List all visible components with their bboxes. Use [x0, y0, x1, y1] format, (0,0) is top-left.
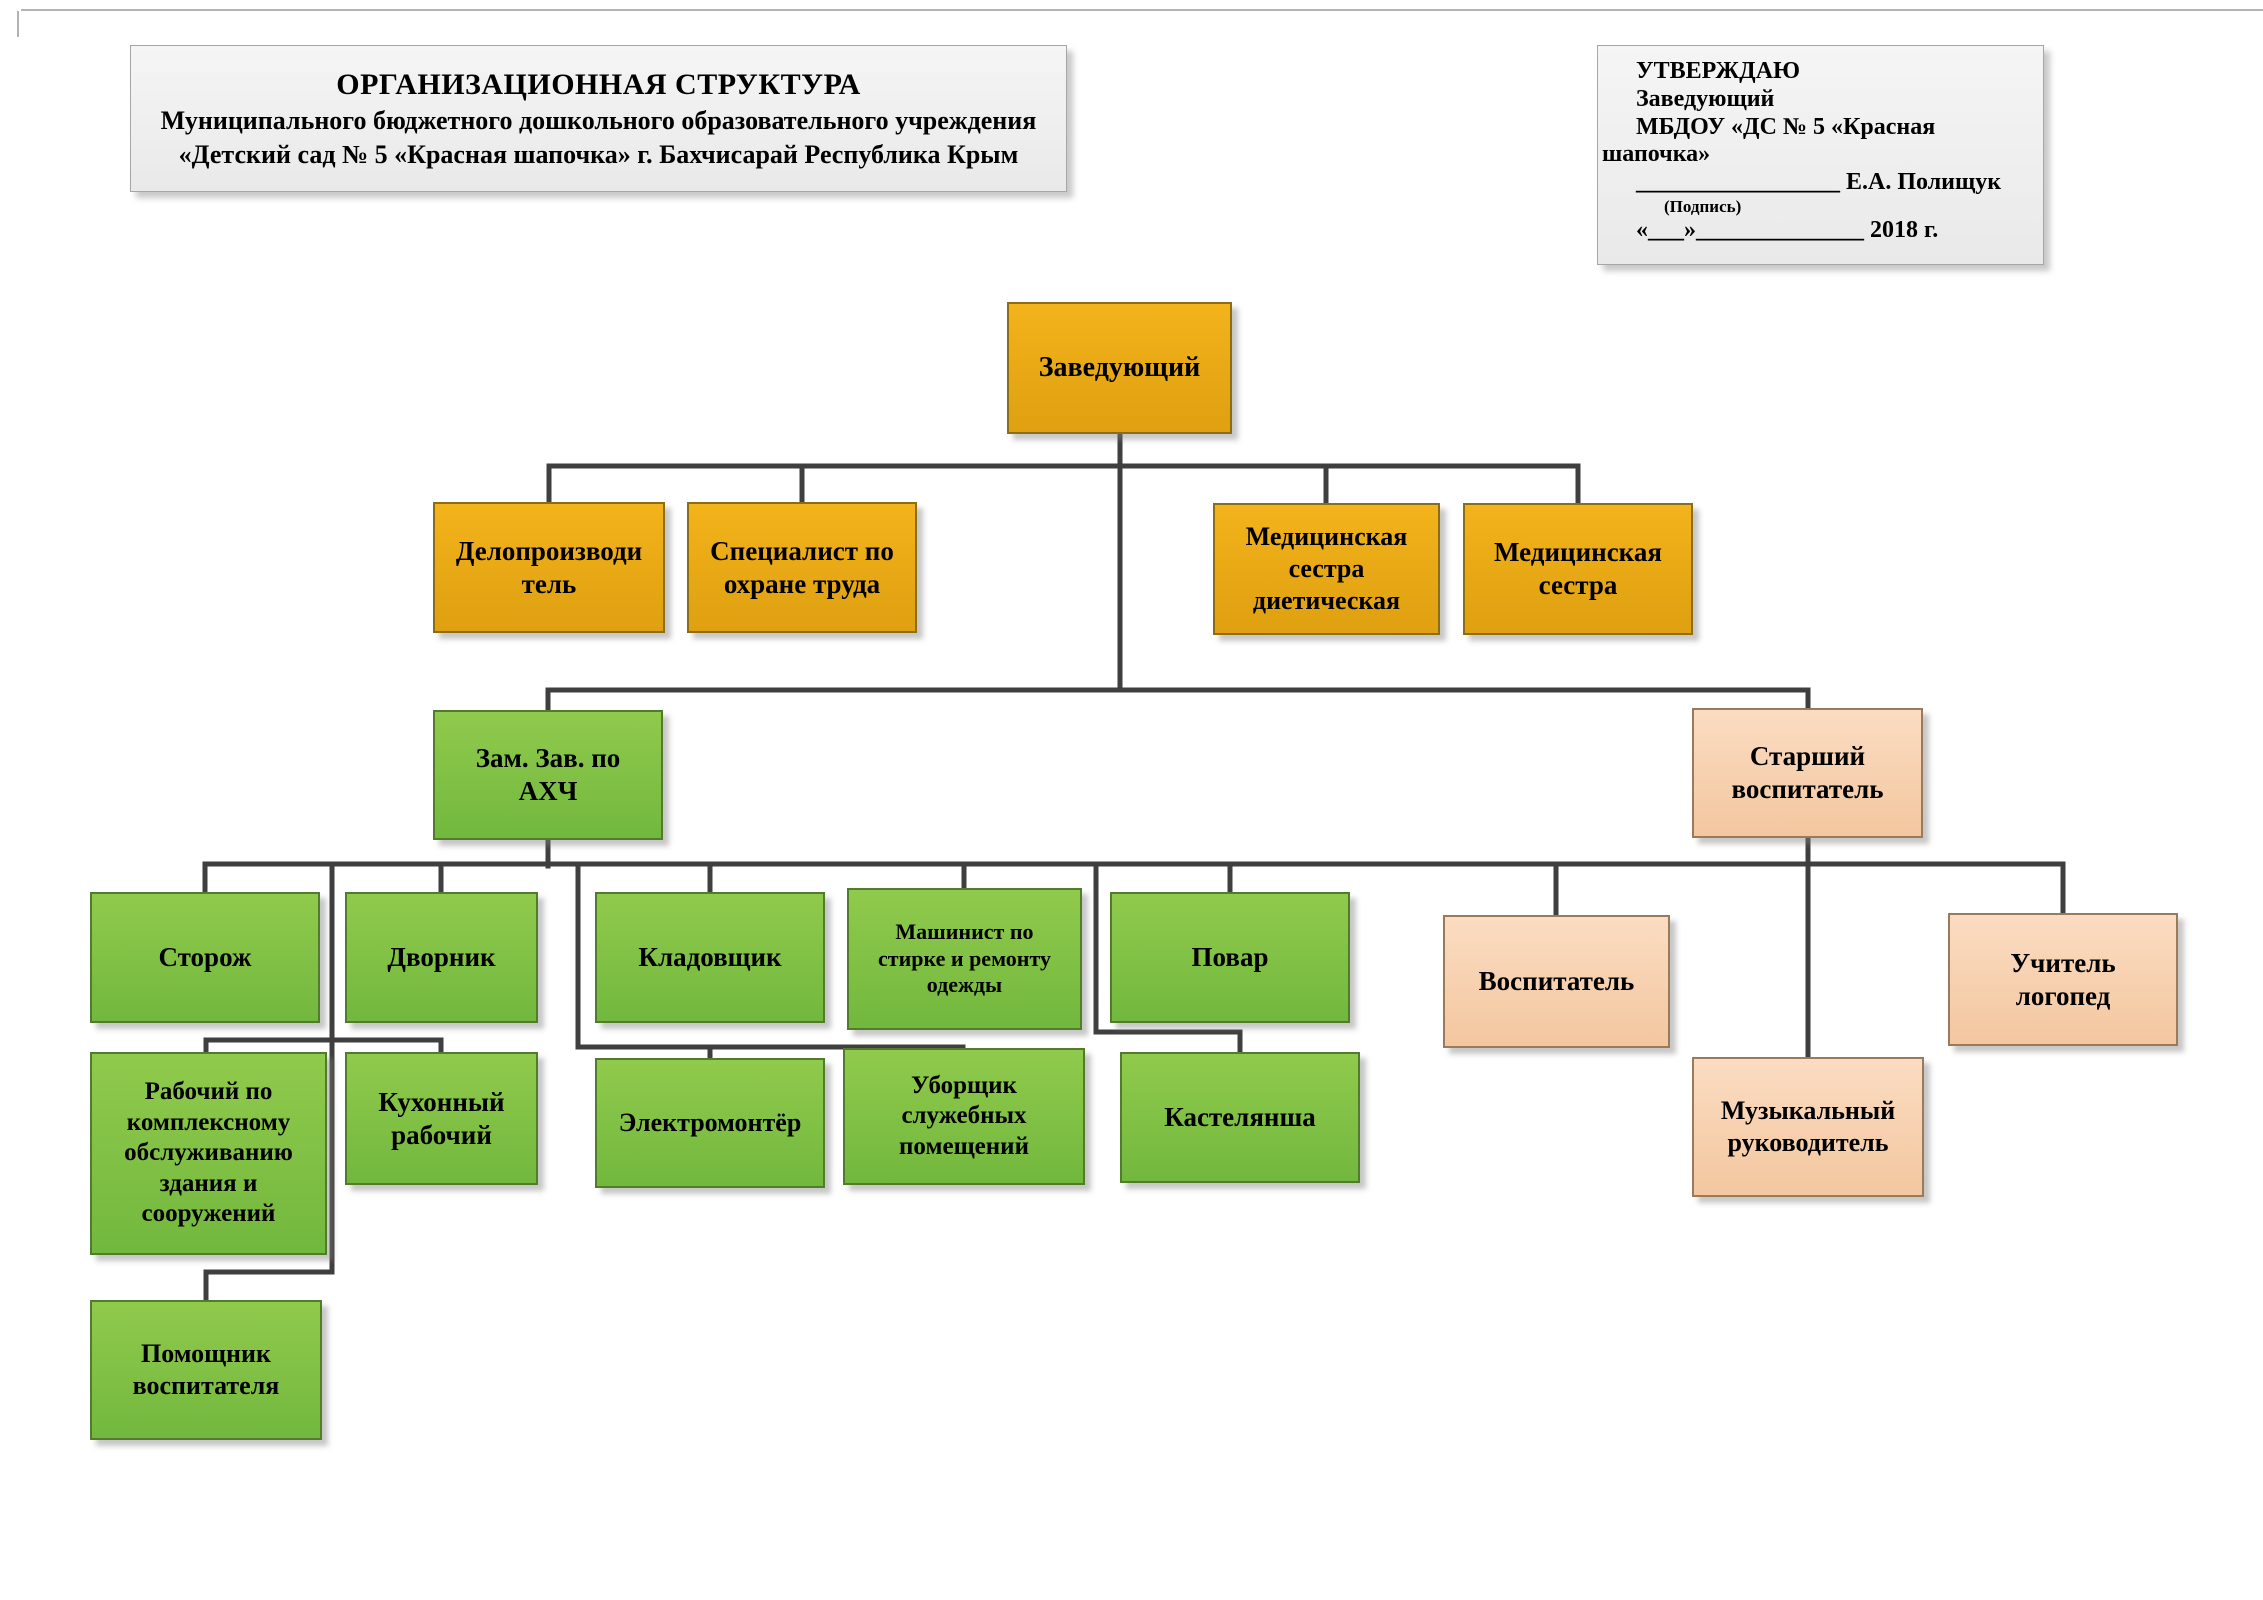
org-node-uchitel-logoped: Учитель логопед [1948, 913, 2178, 1046]
org-node-pomoshchnik-vospitatelya: Помощник воспитателя [90, 1300, 322, 1440]
org-node-povar: Повар [1110, 892, 1350, 1023]
org-node-kladovshchik: Кладовщик [595, 892, 825, 1023]
signature-blank-line: _________________ [1636, 169, 1840, 196]
approval-org-line-wrap: шапочка» [1602, 141, 1711, 168]
date-prefix: «___» [1636, 216, 1696, 243]
org-node-uborshchik: Уборщик служебных помещений [843, 1048, 1085, 1185]
title-line-3: «Детский сад № 5 «Красная шапочка» г. Ба… [178, 139, 1019, 169]
approval-heading: УТВЕРЖДАЮ [1636, 58, 1801, 84]
org-node-zam-zav-akhch: Зам. Зав. по АХЧ [433, 710, 663, 840]
signature-caption: (Подпись) [1664, 197, 1742, 217]
org-node-vospitatel: Воспитатель [1443, 915, 1670, 1048]
date-row: «___»______________ 2018 г. [1636, 217, 2035, 245]
title-line-2: Муниципального бюджетного дошкольного об… [160, 105, 1037, 135]
org-node-medsestra: Медицинская сестра [1463, 503, 1693, 635]
date-year: 2018 г. [1870, 216, 1939, 243]
org-node-spetsialist-okhrana-truda: Специалист по охране труда [687, 502, 917, 633]
date-blank-line: ______________ [1696, 216, 1864, 243]
org-node-elektromontyor: Электромонтёр [595, 1058, 825, 1188]
org-node-dvornik: Дворник [345, 892, 538, 1023]
org-node-zaveduyushchiy: Заведующий [1007, 302, 1232, 434]
signature-name: Е.А. Полищук [1846, 169, 2002, 196]
org-node-kastelyansha: Кастелянша [1120, 1052, 1360, 1183]
approval-panel: УТВЕРЖДАЮ Заведующий МБДОУ «ДС № 5 «Крас… [1597, 45, 2044, 265]
org-node-kukhonny-rabochiy: Кухонный рабочий [345, 1052, 538, 1185]
title-line-1: ОРГАНИЗАЦИОННАЯ СТРУКТУРА [336, 67, 861, 101]
org-node-muzykalny-rukovoditel: Музыкальный руководитель [1692, 1057, 1924, 1197]
org-node-mashinist-stirki: Машинист по стирке и ремонту одежды [847, 888, 1082, 1030]
org-node-medsestra-dieticheskaya: Медицинская сестра диетическая [1213, 503, 1440, 635]
org-node-storozh: Сторож [90, 892, 320, 1023]
approval-org-line: МБДОУ «ДС № 5 «Красная [1636, 113, 1936, 140]
org-node-deloproizvoditel: Делопроизводи тель [433, 502, 665, 633]
approval-position: Заведующий [1636, 85, 1775, 112]
org-node-rabochiy-obsluzhivanie: Рабочий по комплексному обслуживанию зда… [90, 1052, 327, 1255]
title-panel: ОРГАНИЗАЦИОННАЯ СТРУКТУРА Муниципального… [130, 45, 1067, 192]
signature-row: _________________ Е.А. Полищук [1636, 169, 2035, 197]
org-node-starshiy-vospitatel: Старший воспитатель [1692, 708, 1923, 838]
